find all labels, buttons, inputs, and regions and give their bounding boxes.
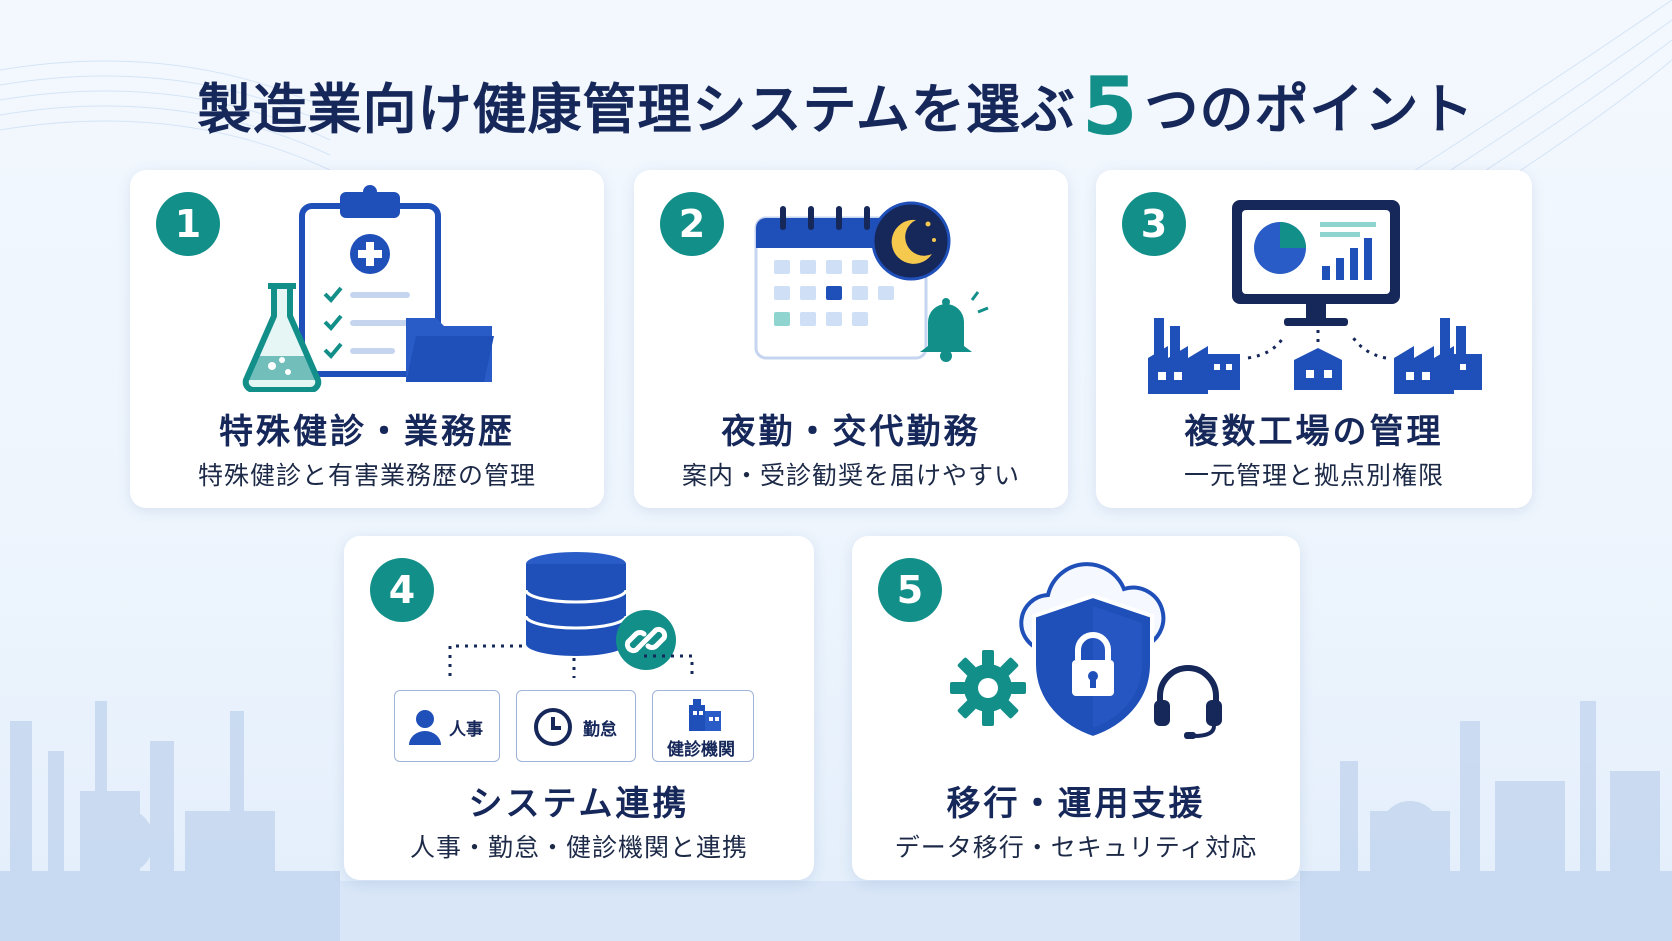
integration-attendance: 勤怠 (516, 690, 636, 762)
point-number-badge: 2 (660, 192, 724, 256)
title-number: 5 (1081, 60, 1139, 153)
point-card-4: 4 人事 勤怠 (344, 536, 814, 880)
flask-icon (242, 283, 322, 392)
point-description: 案内・受診勧奨を届けやすい (681, 461, 1020, 490)
clipboard-icon (299, 185, 441, 377)
point-number-badge: 5 (878, 558, 942, 622)
integration-medical: 健診機関 (652, 690, 754, 762)
shield-lock-icon (1032, 593, 1154, 741)
point-description: 特殊健診と有害業務歴の管理 (197, 461, 536, 490)
folder-icon (406, 318, 494, 382)
point-label: システム連携 (468, 784, 690, 824)
point-card-3: 3 複数工場の管理 一元管理と拠点別 (1096, 170, 1532, 508)
database-icon (524, 552, 628, 656)
monitor-icon (1232, 200, 1400, 326)
point-label: 特殊健診・業務歴 (219, 412, 515, 452)
link-icon (616, 610, 676, 670)
point-label: 移行・運用支援 (946, 784, 1206, 824)
point-card-5: 5 移行・運用支援 データ移行・セキュリティ対応 (852, 536, 1300, 880)
clock-icon (534, 708, 572, 746)
point-number-badge: 4 (370, 558, 434, 622)
point-description: 人事・勤怠・健診機関と連携 (409, 833, 748, 862)
gear-icon (950, 650, 1026, 726)
point-card-1: 1 特殊健診・業務歴 特殊健診と有害業務歴の管理 (130, 170, 604, 508)
point-number-badge: 3 (1122, 192, 1186, 256)
title-text-after: つのポイント (1144, 78, 1475, 141)
point-card-2: 2 夜勤・交代勤務 案内・受診勧奨を届けやすい (634, 170, 1068, 508)
point-number-badge: 1 (156, 192, 220, 256)
integration-label: 健診機関 (667, 740, 735, 760)
factory-icon (1148, 318, 1482, 394)
point-description: データ移行・セキュリティ対応 (894, 833, 1258, 862)
point-description: 一元管理と拠点別権限 (1183, 461, 1444, 490)
moon-icon (871, 201, 951, 281)
title-text-before: 製造業向け健康管理システムを選ぶ (197, 78, 1076, 141)
integration-label: 勤怠 (583, 720, 617, 740)
bell-icon (920, 291, 989, 362)
integration-label: 人事 (449, 720, 483, 740)
point-label: 複数工場の管理 (1184, 412, 1444, 452)
point-label: 夜勤・交代勤務 (721, 412, 981, 452)
integration-hr: 人事 (394, 690, 500, 762)
person-icon (409, 710, 441, 745)
headset-icon (1154, 665, 1222, 739)
factory-skyline (0, 701, 1672, 941)
building-icon (689, 699, 721, 731)
connector-lines (448, 644, 694, 678)
